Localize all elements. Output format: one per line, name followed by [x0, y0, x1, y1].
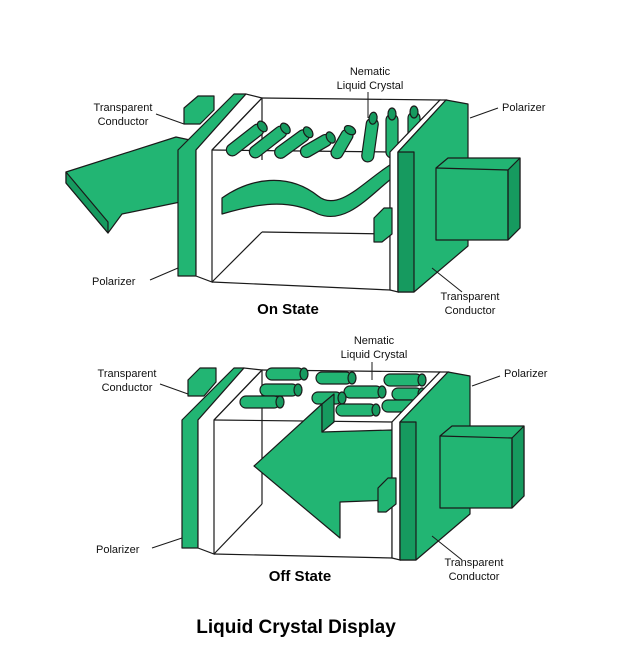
diagram-caption: Liquid Crystal Display [196, 617, 396, 638]
off-leader-polarizer-right [471, 375, 501, 387]
on-state-label: On State [257, 301, 319, 318]
on-label-transparent-1: Transparent [94, 102, 153, 114]
on-label-polarizer-left: Polarizer [92, 276, 136, 288]
off-label-transparent-bottom-2: Conductor [449, 571, 500, 583]
on-outgoing-block-edge [435, 167, 509, 240]
on-cell-front-frame [211, 149, 391, 291]
off-top-conductor-tab [187, 367, 217, 397]
off-state-diagram: Transparent Conductor Nematic Liquid Cry… [96, 335, 548, 585]
on-right-polarizer-face [397, 151, 415, 293]
off-right-polarizer-face [399, 421, 417, 561]
on-label-nematic-2: Liquid Crystal [337, 80, 404, 92]
on-leader-transparent-top [155, 113, 185, 125]
on-leader-polarizer-left [149, 267, 179, 281]
off-label-polarizer-left: Polarizer [96, 544, 140, 556]
off-leader-transparent-bottom [431, 535, 463, 561]
on-cell-bottom-left-edge [211, 231, 263, 283]
on-twisted-light-ribbon [221, 159, 401, 217]
off-label-transparent-1: Transparent [98, 368, 157, 380]
off-cell-bottom-left-edge [213, 503, 263, 555]
on-outgoing-block-side [507, 157, 521, 241]
off-label-transparent-2: Conductor [102, 382, 153, 394]
on-label-transparent-bottom-1: Transparent [441, 291, 500, 303]
on-cell-bottom-back-edge [261, 231, 393, 235]
on-label-transparent-bottom-2: Conductor [445, 305, 496, 317]
on-label-polarizer-right: Polarizer [502, 102, 546, 114]
on-cell-top-left-edge [211, 97, 263, 151]
on-leader-polarizer-right [469, 107, 499, 119]
on-label-transparent-2: Conductor [98, 116, 149, 128]
off-label-transparent-bottom-1: Transparent [445, 557, 504, 569]
off-label-nematic-2: Liquid Crystal [341, 349, 408, 361]
on-right-conductor-tab [373, 207, 393, 243]
off-arrow-side [321, 393, 335, 433]
off-light-source-side [511, 425, 525, 509]
off-cell-top-left-edge [213, 369, 263, 421]
off-label-nematic-1: Nematic [354, 335, 395, 347]
off-right-conductor-tab [377, 477, 397, 513]
off-label-polarizer-right: Polarizer [504, 368, 548, 380]
on-leader-transparent-bottom [431, 267, 463, 293]
off-leader-polarizer-left [151, 537, 183, 549]
on-incoming-light-arrow [65, 136, 191, 234]
on-label-nematic-1: Nematic [350, 66, 391, 78]
on-state-diagram: Transparent Conductor Nematic Liquid Cry… [65, 66, 546, 318]
on-incoming-arrow-side [65, 171, 109, 234]
off-state-label: Off State [269, 568, 332, 585]
off-light-source-edge [439, 435, 513, 508]
off-leader-transparent-top [159, 383, 189, 395]
